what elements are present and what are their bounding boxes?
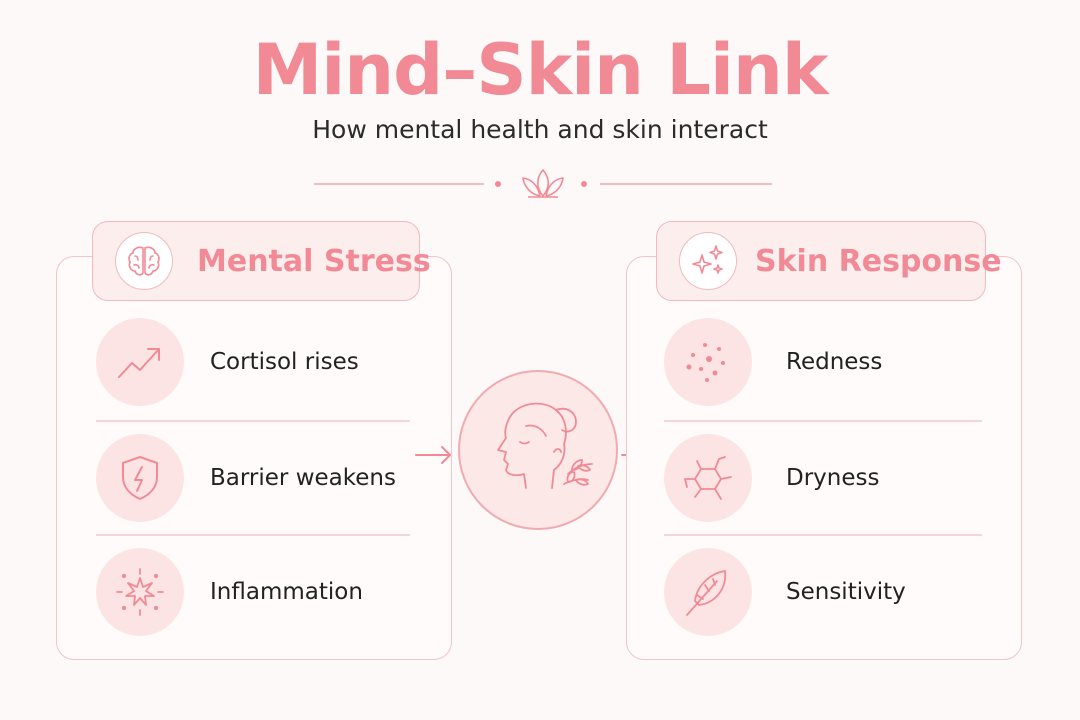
list-item-label: Barrier weakens	[210, 465, 396, 491]
cracked-skin-icon	[684, 456, 732, 500]
list-item-label: Sensitivity	[786, 579, 906, 605]
list-item-label: Inflammation	[210, 579, 363, 605]
feather-icon	[686, 570, 727, 616]
page-subtitle: How mental health and skin interact	[312, 115, 768, 144]
burst-icon	[116, 568, 164, 616]
skin-response-title: Skin Response	[755, 244, 1002, 279]
lotus-divider	[314, 169, 772, 198]
face-profile-leaf-icon	[497, 402, 593, 489]
row-divider	[664, 534, 982, 536]
brain-icon	[128, 246, 160, 276]
page-title: Mind–Skin Link	[252, 29, 829, 111]
trend-up-icon	[118, 348, 160, 378]
list-item-label: Cortisol rises	[210, 349, 359, 375]
mental-stress-title: Mental Stress	[197, 244, 431, 279]
dots-icon	[686, 343, 725, 382]
sparkles-icon	[692, 245, 723, 274]
skin-response-header: Skin Response	[656, 221, 1002, 301]
list-item-label: Redness	[786, 349, 883, 375]
arrow-right-icon	[415, 446, 451, 464]
row-divider	[96, 420, 410, 422]
lotus-icon	[522, 169, 564, 198]
row-divider	[96, 534, 410, 536]
mental-stress-header: Mental Stress	[92, 221, 431, 301]
center-face-circle	[458, 370, 618, 530]
shield-bolt-icon	[122, 456, 158, 500]
row-divider	[664, 420, 982, 422]
list-item-label: Dryness	[786, 465, 880, 491]
